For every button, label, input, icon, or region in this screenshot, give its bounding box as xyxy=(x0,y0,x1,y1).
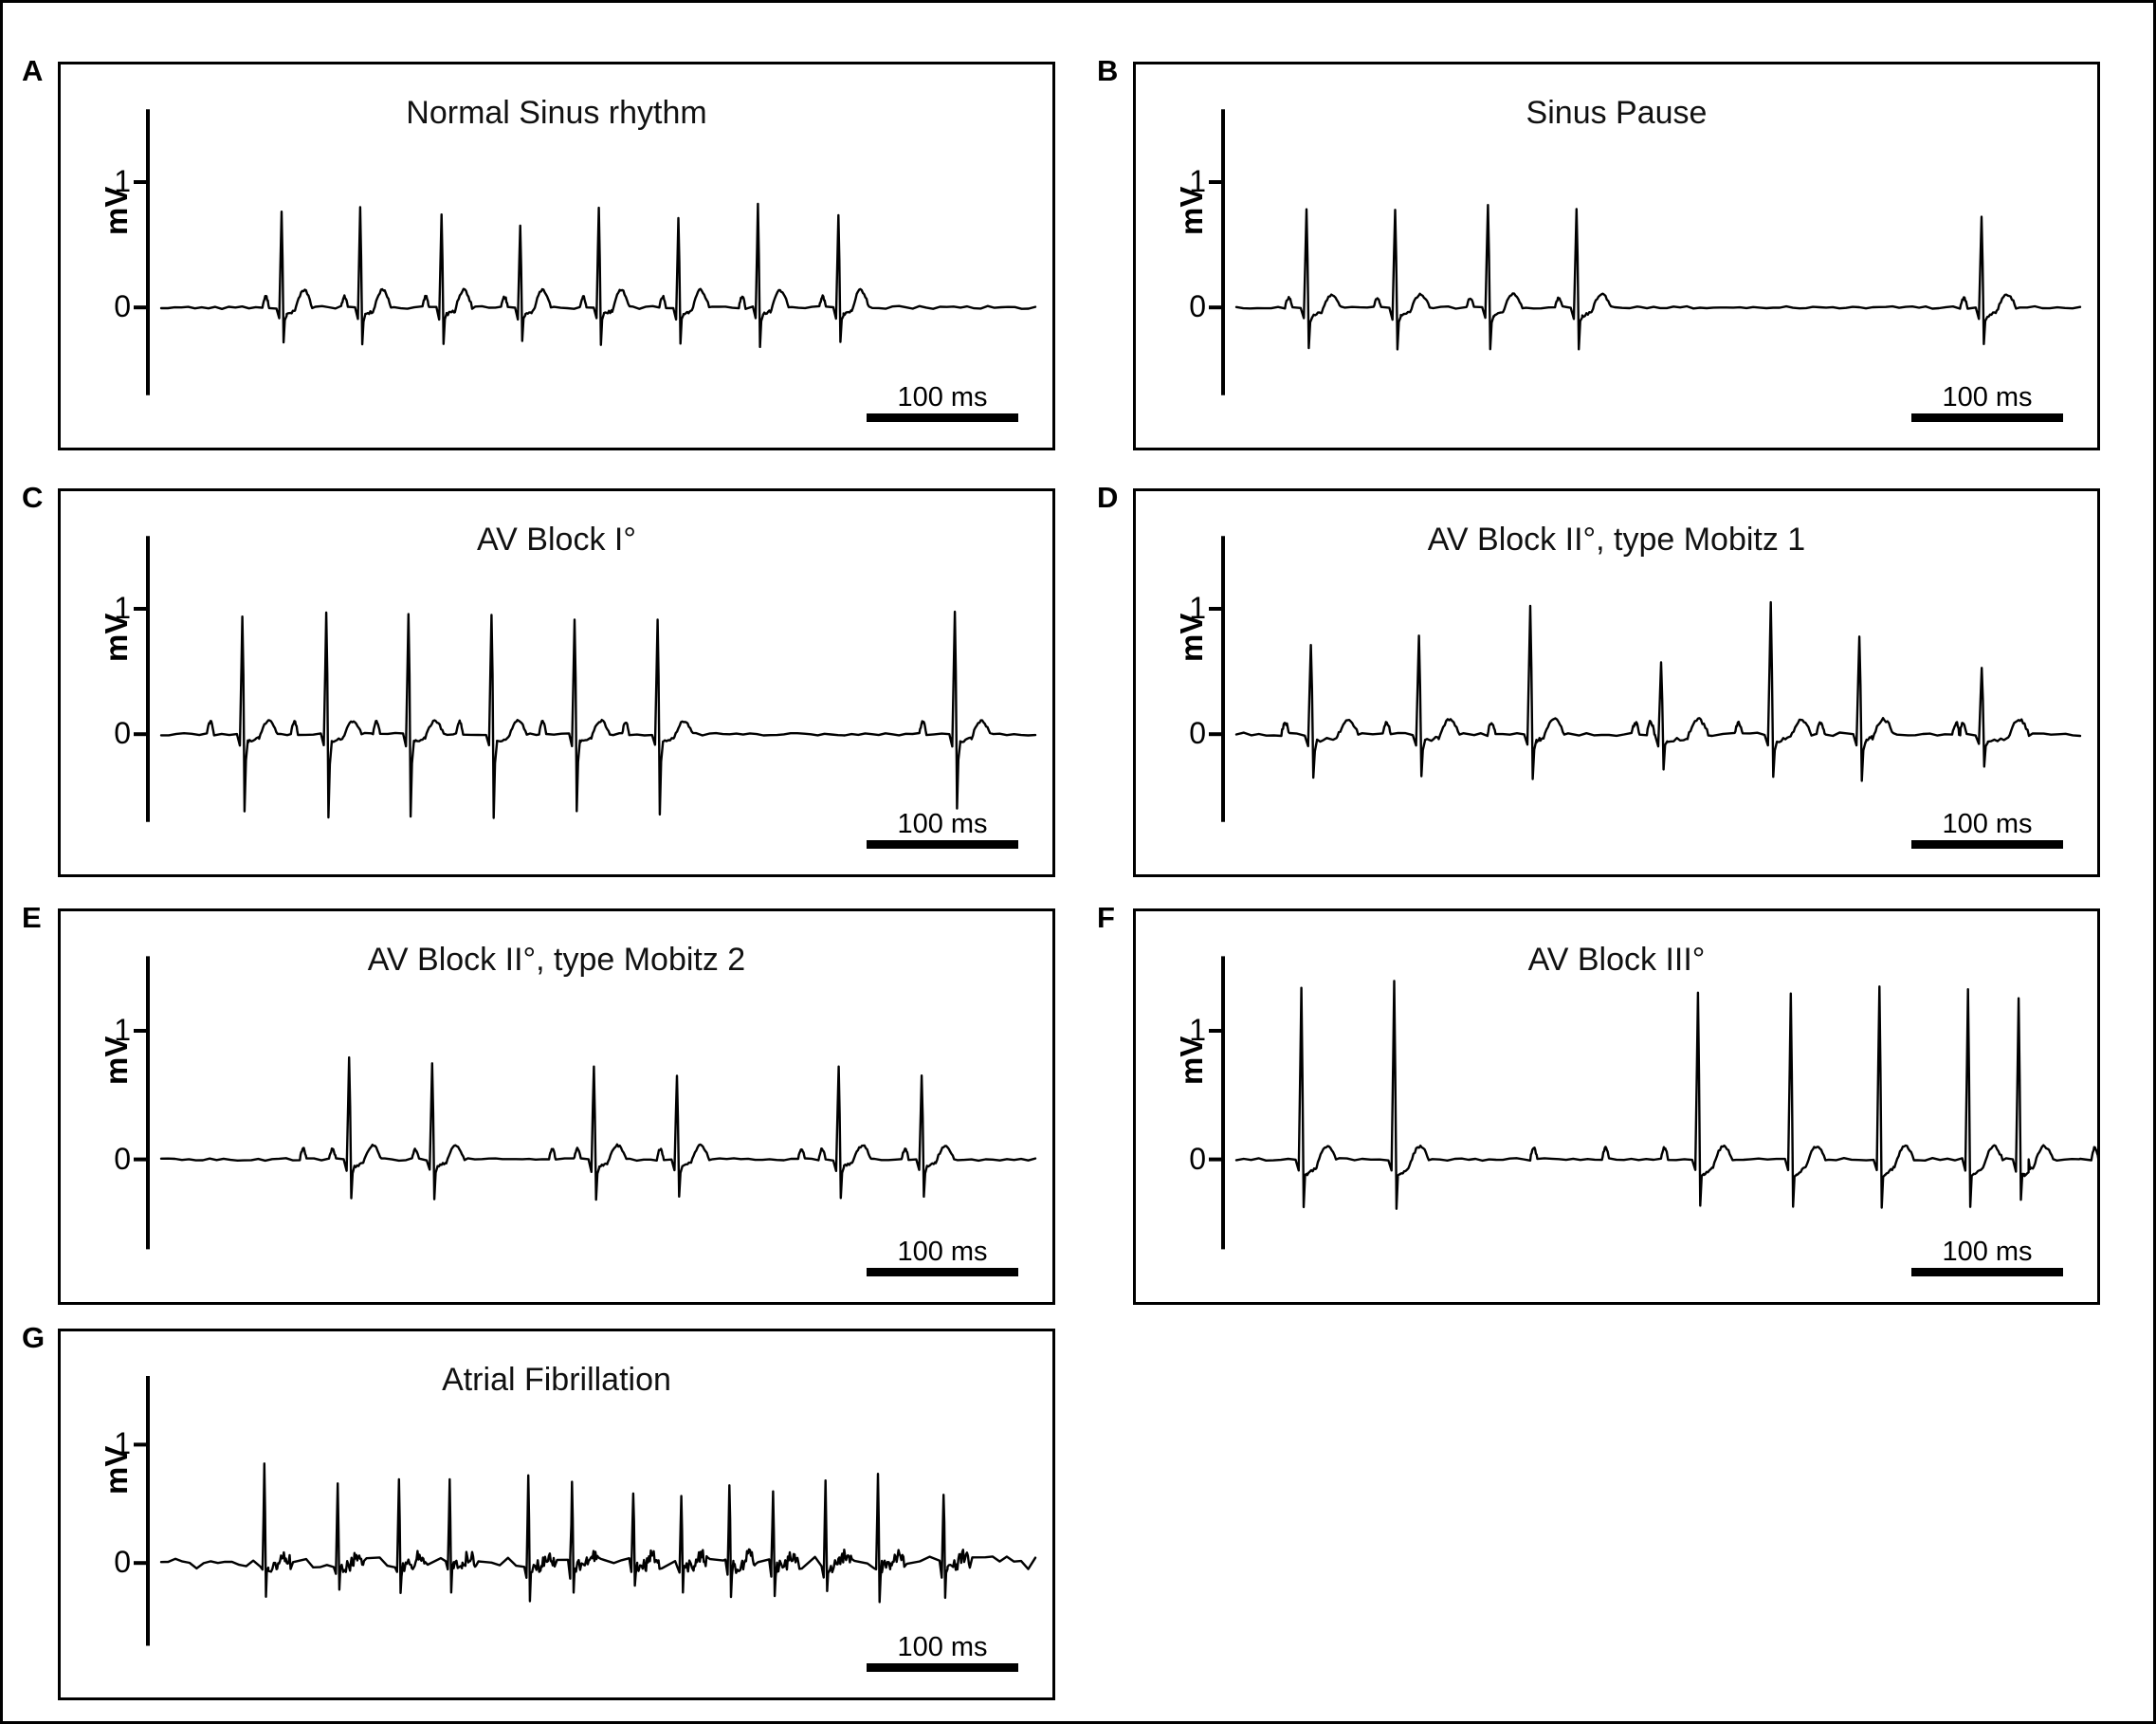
ecg-waveform xyxy=(1234,980,2097,1210)
ecg-trace-d xyxy=(1209,536,2082,822)
y-tick-label-1: 1 xyxy=(114,1426,131,1461)
scale-bar: 100 ms xyxy=(1911,382,2063,423)
panel-letter-d: D xyxy=(1097,481,1119,514)
panel-title-g: Atrial Fibrillation xyxy=(442,1362,671,1398)
panel-title-c: AV Block I° xyxy=(477,522,636,558)
ecg-waveform xyxy=(1234,600,2082,782)
ecg-waveform xyxy=(159,202,1037,349)
ecg-trace-e xyxy=(134,956,1037,1250)
panel-letter-e: E xyxy=(22,901,42,934)
y-axis-label-mv: mV xyxy=(99,186,134,235)
scale-bar-label: 100 ms xyxy=(1942,809,2033,839)
scale-bar-label: 100 ms xyxy=(1942,1237,2033,1267)
ecg-waveform xyxy=(1234,204,2082,351)
panel-letter-c: C xyxy=(22,481,44,514)
y-tick-label-0: 0 xyxy=(114,1545,131,1580)
panel-title-a: Normal Sinus rhythm xyxy=(406,95,707,131)
panel-title-d: AV Block II°, type Mobitz 1 xyxy=(1427,522,1806,558)
y-axis-label-mv: mV xyxy=(1174,613,1209,662)
ecg-panel-g: Atrial Fibrillation 1 0 mV 100 ms xyxy=(58,1329,1055,1700)
scale-bar: 100 ms xyxy=(867,382,1018,423)
y-tick-label-0: 0 xyxy=(1189,1141,1206,1176)
scale-bar-line xyxy=(867,1663,1018,1673)
scale-bar-line xyxy=(1911,413,2063,423)
y-tick-label-0: 0 xyxy=(114,1141,131,1176)
panel-title-b: Sinus Pause xyxy=(1526,95,1708,131)
scale-bar-line xyxy=(867,1268,1018,1277)
ecg-waveform xyxy=(159,610,1037,819)
ecg-trace-b xyxy=(1209,109,2082,395)
ecg-waveform xyxy=(159,1055,1037,1201)
ecg-trace-a xyxy=(134,109,1037,395)
y-tick-label-0: 0 xyxy=(114,716,131,751)
scale-bar-label: 100 ms xyxy=(897,1237,988,1267)
ecg-panel-c: AV Block I° 1 0 mV 100 ms xyxy=(58,488,1055,877)
ecg-panel-a: Normal Sinus rhythm 1 0 mV 100 ms xyxy=(58,62,1055,450)
ecg-panel-b: Sinus Pause 1 0 mV 100 ms xyxy=(1133,62,2100,450)
y-tick-label-1: 1 xyxy=(114,1013,131,1048)
panel-letter-b: B xyxy=(1097,54,1119,87)
scale-bar: 100 ms xyxy=(867,1237,1018,1277)
y-axis-label-mv: mV xyxy=(99,613,134,662)
scale-bar-label: 100 ms xyxy=(897,382,988,413)
panel-title-f: AV Block III° xyxy=(1527,942,1706,978)
y-tick-label-1: 1 xyxy=(1189,163,1206,198)
scale-bar-label: 100 ms xyxy=(897,809,988,839)
y-tick-label-0: 0 xyxy=(1189,716,1206,751)
scale-bar: 100 ms xyxy=(1911,809,2063,850)
panel-letter-a: A xyxy=(22,54,44,87)
y-axis-label-mv: mV xyxy=(99,1036,134,1085)
scale-bar-label: 100 ms xyxy=(1942,382,2033,413)
ecg-waveform xyxy=(159,1462,1037,1604)
y-tick-label-1: 1 xyxy=(114,590,131,625)
y-axis-label-mv: mV xyxy=(1174,1036,1209,1085)
ecg-panel-f: AV Block III° 1 0 mV 100 ms xyxy=(1133,908,2100,1305)
y-axis-label-mv: mV xyxy=(99,1445,134,1495)
scale-bar-line xyxy=(1911,1268,2063,1277)
y-tick-label-0: 0 xyxy=(1189,289,1206,324)
ecg-trace-f xyxy=(1209,956,2097,1250)
ecg-panel-e: AV Block II°, type Mobitz 2 1 0 mV 100 ms xyxy=(58,908,1055,1305)
ecg-trace-g xyxy=(134,1376,1037,1646)
ecg-panel-d: AV Block II°, type Mobitz 1 1 0 mV 100 ms xyxy=(1133,488,2100,877)
scale-bar: 100 ms xyxy=(1911,1237,2063,1277)
panel-letter-g: G xyxy=(22,1321,46,1354)
panel-title-e: AV Block II°, type Mobitz 2 xyxy=(367,942,746,978)
scale-bar-line xyxy=(867,840,1018,850)
y-tick-label-1: 1 xyxy=(114,163,131,198)
scale-bar: 100 ms xyxy=(867,809,1018,850)
scale-bar-line xyxy=(867,413,1018,423)
panel-letter-f: F xyxy=(1097,901,1115,934)
y-tick-label-1: 1 xyxy=(1189,590,1206,625)
scale-bar-label: 100 ms xyxy=(897,1632,988,1662)
scale-bar-line xyxy=(1911,840,2063,850)
ecg-trace-c xyxy=(134,536,1037,822)
y-tick-label-0: 0 xyxy=(114,289,131,324)
scale-bar: 100 ms xyxy=(867,1632,1018,1673)
y-axis-label-mv: mV xyxy=(1174,186,1209,235)
y-tick-label-1: 1 xyxy=(1189,1013,1206,1048)
